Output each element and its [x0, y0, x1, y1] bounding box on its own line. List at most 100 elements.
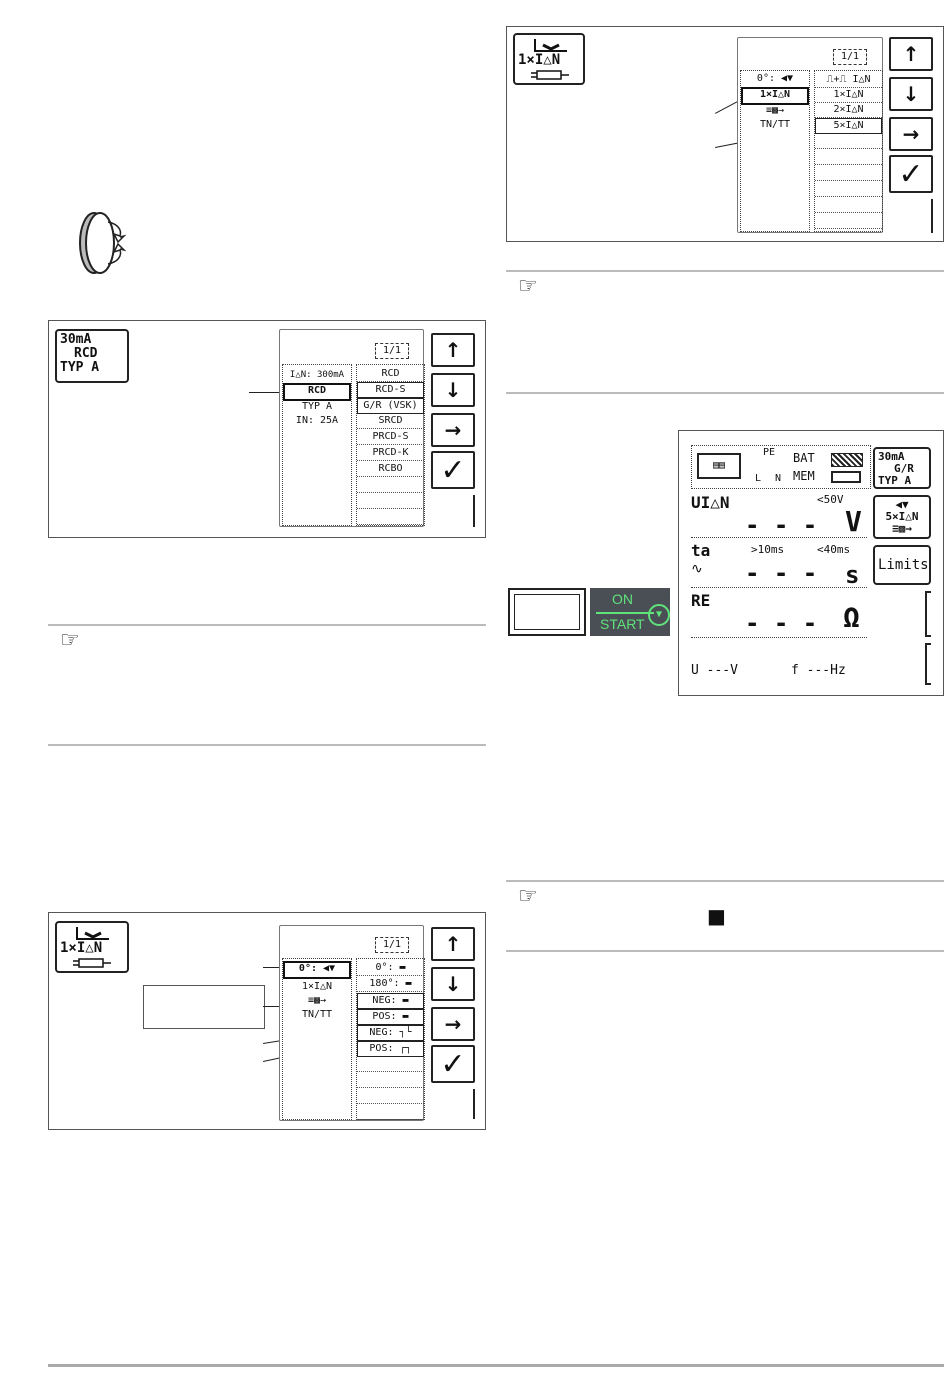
list-item: [357, 494, 424, 509]
list-item[interactable]: POS: ▬: [357, 1009, 424, 1025]
start-key-outline[interactable]: [508, 588, 586, 636]
u-value: - - -: [745, 511, 818, 539]
scroll-up-button[interactable]: ↑: [431, 927, 475, 961]
half-wave-icon: ◀▼: [895, 498, 909, 511]
rcd-type-icon: 30mA RCD TYP A: [55, 329, 129, 383]
left-list: 0°: ◀▼ 1×I△N ≡▩→ TN/TT: [282, 958, 352, 1120]
plug-icon: ≡▩→: [765, 105, 785, 116]
note-bottom-rule: [48, 744, 486, 746]
limits-button[interactable]: Limits: [873, 545, 931, 585]
bracket: [925, 591, 931, 637]
list-item: [357, 510, 424, 525]
ac-wave-icon: ∿: [691, 561, 703, 577]
list-item[interactable]: NEG: ▬: [357, 993, 424, 1009]
f-bottom-readout: f ---Hz: [791, 663, 846, 678]
list-item: [357, 1057, 424, 1072]
confirm-checkmark-button[interactable]: ✓: [431, 451, 475, 489]
list-item[interactable]: PRCD-K: [357, 446, 424, 461]
waveform-screenshot: 1×I△N 1/1 0°: ◀▼ 1×I△N ≡▩→ TN/TT 0°: ▬ 1…: [48, 912, 486, 1130]
scroll-down-button[interactable]: ↓: [431, 373, 475, 407]
right-arrow-button[interactable]: →: [431, 1007, 475, 1041]
divider: [691, 637, 867, 638]
callout-line: [263, 967, 281, 968]
u-label: UI△N: [691, 493, 730, 512]
list-item: TN/TT: [759, 119, 791, 130]
memory-icon: [831, 471, 861, 483]
start-label: START: [600, 616, 645, 632]
bracket: [925, 643, 931, 685]
dc-pos-icon: ┌┐: [399, 1043, 412, 1054]
list-item[interactable]: RCD: [357, 367, 424, 382]
u-bottom-readout: U ---V: [691, 663, 738, 678]
list-item[interactable]: 1×I△N: [815, 88, 882, 103]
ta-label: ta: [691, 541, 711, 560]
page-badge: 1/1: [375, 937, 409, 953]
scroll-up-button[interactable]: ↑: [889, 37, 933, 71]
confirm-checkmark-button[interactable]: ✓: [431, 1045, 475, 1083]
divider: [691, 537, 867, 538]
plug-icon: ≡▩→: [892, 522, 912, 535]
list-item[interactable]: 180°: ▬: [357, 977, 424, 992]
footer-rule: [48, 1364, 944, 1367]
list-item[interactable]: RCBO: [357, 462, 424, 477]
ta-unit: s: [845, 561, 860, 589]
scroll-down-button[interactable]: ↓: [431, 967, 475, 1001]
lcd-list-panel: 1/1 I△N: 300mA RCD TYP A IN: 25A RCD RCD…: [279, 329, 425, 527]
scroll-down-button[interactable]: ↓: [889, 77, 933, 111]
plug-icon: [531, 70, 569, 80]
list-item-selected[interactable]: 0°: ◀▼: [283, 961, 351, 979]
list-item: I△N: 300mA: [289, 370, 345, 380]
list-item[interactable]: 0°: ▬: [357, 961, 424, 976]
measurement-screen: ▤▤ PE L N BAT MEM 30mA G/R TYP A ◀▼ 5×I△…: [678, 430, 944, 696]
list-item: 1×I△N: [301, 981, 333, 992]
lcd-list-panel: 1/1 0°: ◀▼ 1×I△N ≡▩→ TN/TT 0°: ▬ 180°: ▬…: [279, 925, 425, 1121]
scrollbar[interactable]: [473, 1089, 475, 1119]
right-list: 0°: ▬ 180°: ▬ NEG: ▬ POS: ▬ NEG: ┐└ POS:…: [356, 958, 425, 1120]
scrollbar[interactable]: [473, 495, 475, 527]
re-unit: Ω: [843, 601, 860, 634]
half-wave-icon: [534, 39, 567, 52]
page-badge: 1/1: [833, 49, 867, 65]
l-label: L: [755, 473, 762, 484]
list-item[interactable]: POS: ┌┐: [357, 1041, 424, 1057]
note-top-rule: [506, 270, 944, 272]
lcd-list-panel: 1/1 0°: ◀▼ 1×I△N ≡▩→ TN/TT ⎍+⎍ I△N 1×I△N…: [737, 37, 883, 233]
wave-icon: ▬: [402, 995, 409, 1006]
on-start-key[interactable]: ON START ▼: [590, 588, 670, 636]
right-arrow-button[interactable]: →: [431, 413, 475, 447]
right-list: ⎍+⎍ I△N 1×I△N 2×I△N 5×I△N: [814, 70, 883, 232]
re-label: RE: [691, 591, 711, 610]
pointing-hand-icon: ☞: [60, 628, 80, 653]
rcd-type-icon[interactable]: 30mA G/R TYP A: [873, 447, 931, 489]
list-item: [815, 182, 882, 197]
list-item[interactable]: ⎍+⎍ I△N: [815, 73, 882, 88]
left-list: I△N: 300mA RCD TYP A IN: 25A: [282, 364, 352, 526]
list-item: [357, 1073, 424, 1088]
list-item[interactable]: 5×I△N: [815, 118, 882, 134]
list-item: [815, 214, 882, 229]
rotary-selector-icon: [79, 212, 127, 274]
list-item-selected[interactable]: RCD: [283, 383, 351, 401]
mem-label: MEM: [793, 469, 815, 483]
list-item-selected[interactable]: 1×I△N: [741, 87, 809, 105]
list-item[interactable]: PRCD-S: [357, 430, 424, 445]
plug-icon: [73, 958, 111, 968]
list-item: [815, 166, 882, 181]
page-badge: 1/1: [375, 343, 409, 359]
wave-icon: ▬: [405, 978, 412, 989]
right-arrow-button[interactable]: →: [889, 117, 933, 151]
list-item[interactable]: NEG: ┐└: [357, 1025, 424, 1041]
bat-label: BAT: [793, 451, 815, 465]
callout-line: [249, 392, 279, 393]
list-item[interactable]: SRCD: [357, 414, 424, 429]
list-item: [357, 478, 424, 493]
scrollbar[interactable]: [931, 199, 933, 233]
list-item[interactable]: G/R (VSK): [357, 398, 424, 414]
multiplier-icon[interactable]: ◀▼ 5×I△N ≡▩→: [873, 495, 931, 539]
list-item[interactable]: RCD-S: [357, 382, 424, 398]
confirm-checkmark-button[interactable]: ✓: [889, 155, 933, 193]
u-unit: V: [845, 505, 862, 538]
note-bottom-rule: [506, 392, 944, 394]
scroll-up-button[interactable]: ↑: [431, 333, 475, 367]
list-item[interactable]: 2×I△N: [815, 103, 882, 118]
